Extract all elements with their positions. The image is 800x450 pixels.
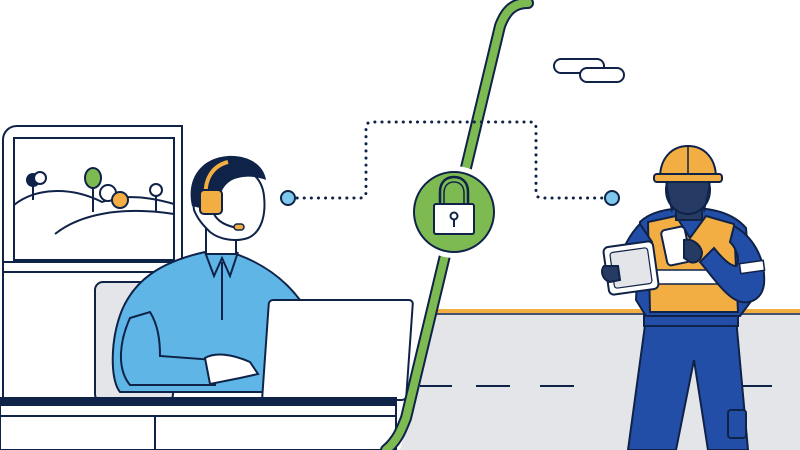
connection-endpoint-right (604, 190, 620, 206)
cloud (553, 58, 625, 83)
office-wall (2, 125, 183, 450)
worker-arm-right (698, 224, 766, 304)
secure-connection (280, 120, 620, 206)
worker-trousers (626, 317, 750, 450)
wall-picture (13, 137, 175, 261)
desk (0, 299, 414, 450)
agent-hand (203, 353, 260, 386)
laptop-screen (261, 299, 414, 401)
padlock-icon (408, 166, 500, 258)
connection-endpoint-left (280, 190, 296, 206)
desk-top-shadow (0, 398, 396, 406)
field-worker (601, 144, 766, 450)
support-agent (111, 155, 301, 393)
